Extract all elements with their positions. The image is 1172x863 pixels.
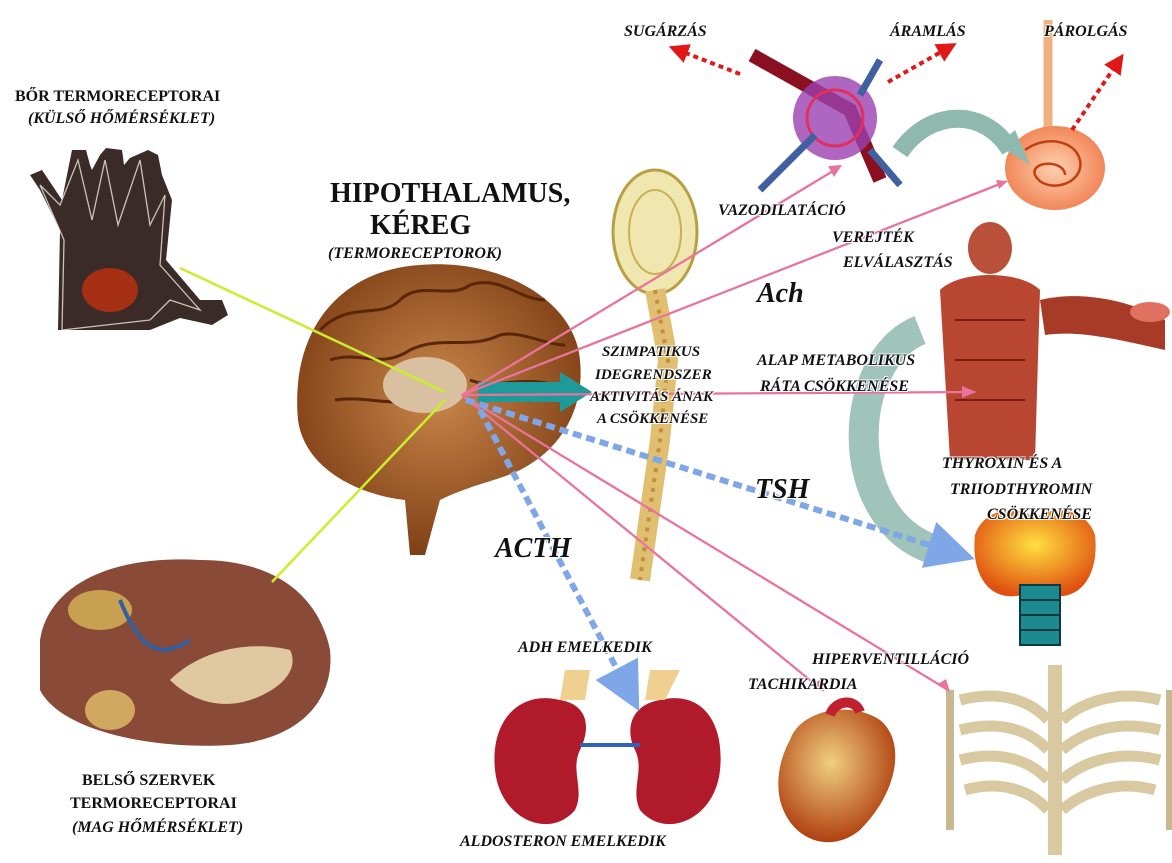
internal-organs-title-1: BELSŐ SZERVEK xyxy=(82,772,215,790)
ach-label: Ach xyxy=(757,278,804,310)
skin-receptors-title: BŐR TERMORECEPTORAI xyxy=(15,88,220,106)
metabolic-rate-label-1: ALAP METABOLIKUS xyxy=(757,352,915,370)
skin-vessels-icon xyxy=(752,55,900,190)
heart-icon xyxy=(778,703,895,843)
acth-label: ACTH xyxy=(495,533,571,565)
tsh-label: TSH xyxy=(755,474,809,506)
sympathetic-label-2: IDEGRENDSZER xyxy=(595,367,712,384)
ribcage-icon xyxy=(950,665,1170,855)
evaporation-label: PÁROLGÁS xyxy=(1044,23,1128,41)
loop-arrow-upper xyxy=(900,119,1010,152)
thyroid-icon xyxy=(974,510,1095,645)
hypothalamus-title-2: KÉREG xyxy=(370,210,471,242)
convection-label: ÁRAMLÁS xyxy=(890,23,966,41)
sympathetic-label-3: AKTIVITÁS ÁNAK xyxy=(590,389,713,406)
organs-icon xyxy=(40,559,330,745)
tachycardia-label: TACHIKARDIA xyxy=(748,676,857,694)
sweat-label-1: VEREJTÉK xyxy=(832,229,914,247)
thyroxin-label-1: THYROXIN ÉS A xyxy=(942,455,1062,473)
thyroxin-label-2: TRIIODTHYROMIN xyxy=(950,481,1092,499)
hypothalamus-subtitle: (TERMORECEPTOROK) xyxy=(328,245,502,263)
metabolic-rate-label-2: RÁTA CSÖKKENÉSE xyxy=(760,378,909,396)
radiation-label: SUGÁRZÁS xyxy=(624,23,707,41)
vasodilation-label: VAZODILATÁCIÓ xyxy=(718,202,846,220)
sympathetic-label-1: SZIMPATIKUS xyxy=(602,344,700,361)
hand-icon xyxy=(30,148,228,330)
sweat-label-2: ELVÁLASZTÁS xyxy=(843,254,953,272)
hyperventilation-label: HIPERVENTILLÁCIÓ xyxy=(812,651,969,669)
muscle-body-icon xyxy=(940,222,1170,460)
evaporation-arrow xyxy=(1072,62,1118,130)
aldosteron-label: ALDOSTERON EMELKEDIK xyxy=(460,833,666,851)
skin-receptors-subtitle: (KÜLSŐ HŐMÉRSÉKLET) xyxy=(28,110,215,128)
sympathetic-label-4: A CSÖKKENÉSE xyxy=(597,411,708,428)
adh-label: ADH EMELKEDIK xyxy=(518,639,652,657)
hypothalamus-title-1: HIPOTHALAMUS, xyxy=(330,178,570,210)
radiation-arrow xyxy=(678,50,740,74)
internal-organs-title-2: TERMORECEPTORAI xyxy=(70,795,237,813)
thyroxin-label-3: CSÖKKENÉSE xyxy=(987,506,1092,524)
convection-arrow xyxy=(888,48,948,82)
internal-organs-subtitle: (MAG HŐMÉRSÉKLET) xyxy=(72,819,243,837)
kidneys-icon xyxy=(494,670,720,824)
sweat-gland-icon xyxy=(1005,20,1105,210)
